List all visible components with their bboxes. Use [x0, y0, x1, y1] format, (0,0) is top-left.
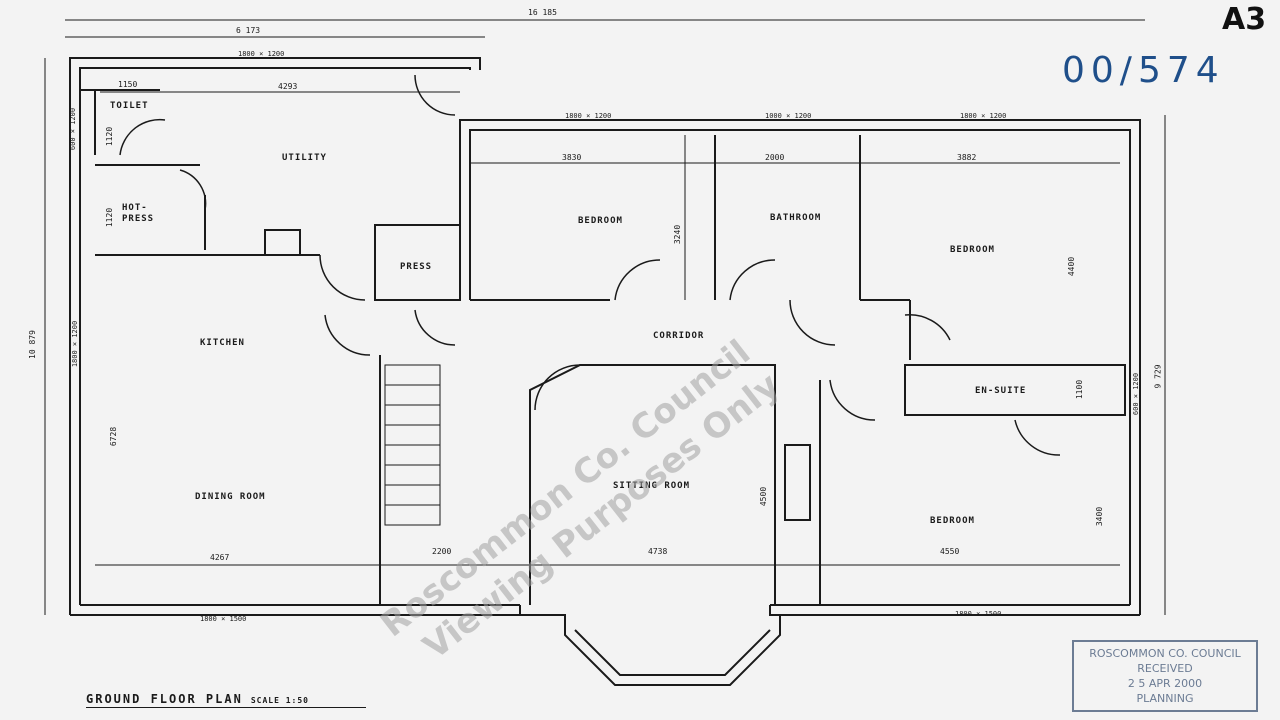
room-label-dining-room: DINING ROOM [195, 492, 266, 502]
sheet-code: A3 [1222, 2, 1267, 37]
dimension-bedroom1-depth: 3240 [673, 224, 683, 245]
dimension-toilet-depth: 1120 [105, 126, 115, 147]
plan-title: GROUND FLOOR PLAN SCALE 1:50 [86, 692, 309, 706]
staircase [384, 364, 441, 526]
dimension-kitchen-depth: 6728 [109, 426, 119, 447]
dimension-kitchen-width: 4267 [210, 553, 230, 562]
room-label-toilet: TOILET [110, 101, 149, 111]
room-label-bedroom-3: BEDROOM [930, 516, 975, 526]
room-label-sitting-room: SITTING ROOM [613, 481, 691, 491]
inner-wall-west-block [79, 67, 471, 120]
dimension-utility-width: 4293 [278, 82, 298, 91]
dimension-bedroom3-depth: 3400 [1095, 506, 1105, 527]
window-label-side-3: 600 × 1200 [1132, 372, 1141, 416]
room-label-hot-press: HOT- PRESS [122, 203, 155, 224]
room-label-corridor: CORRIDOR [653, 331, 705, 341]
stamp-line-planning: PLANNING [1136, 692, 1194, 705]
room-label-en-suite: EN-SUITE [975, 386, 1027, 396]
dimension-sitting-width: 4738 [648, 547, 668, 556]
room-label-bedroom-2: BEDROOM [950, 245, 995, 255]
dimension-toilet-width: 1150 [118, 80, 138, 89]
bay-window-inner [574, 629, 771, 676]
dimension-east-depth: 9 729 [1153, 364, 1163, 389]
bay-window [519, 605, 781, 686]
room-label-bathroom: BATHROOM [770, 213, 822, 223]
dimension-bedroom2-width: 3882 [957, 153, 977, 162]
window-label-w1: 1800 × 1200 [238, 50, 285, 58]
window-label-side-2: 1800 × 1200 [71, 320, 80, 368]
dimension-hotpress-depth: 1120 [105, 207, 115, 228]
stamp-line-council: ROSCOMMON CO. COUNCIL [1089, 647, 1241, 660]
plan-title-underline [86, 707, 366, 708]
window-label-side-1: 600 × 1200 [69, 107, 78, 151]
window-label-w4: 1800 × 1200 [960, 112, 1007, 120]
sitting-chimney [784, 444, 811, 521]
received-stamp: ROSCOMMON CO. COUNCIL RECEIVED 2 5 APR 2… [1072, 640, 1258, 712]
chimney-kitchen [264, 229, 301, 256]
dimension-sitting-depth: 4500 [759, 486, 769, 507]
plan-title-main: GROUND FLOOR PLAN [86, 692, 243, 706]
room-label-bedroom-1: BEDROOM [578, 216, 623, 226]
room-label-kitchen: KITCHEN [200, 338, 245, 348]
door-swings [119, 74, 1061, 456]
dimension-overall-depth: 10 879 [27, 330, 37, 359]
dimension-ensuite-depth: 1100 [1075, 379, 1085, 400]
inner-wall-east-block [469, 129, 1131, 605]
dimension-hall-width: 2200 [432, 547, 452, 556]
stamp-line-date: 2 5 APR 2000 [1127, 677, 1203, 690]
window-label-w6: 1800 × 1500 [200, 615, 247, 623]
dimension-overall-width: 16 185 [528, 8, 557, 17]
outer-wall-west-block [69, 57, 481, 120]
window-label-w7: 1800 × 1500 [955, 610, 1002, 618]
outer-wall-east-block [459, 119, 1141, 615]
reference-number: 00/574 [1062, 50, 1225, 91]
dimension-bathroom-width: 2000 [765, 153, 785, 162]
dimension-bedroom2-depth: 4400 [1067, 256, 1077, 277]
room-label-press: PRESS [400, 262, 433, 272]
dimension-bedroom3-width: 4550 [940, 547, 960, 556]
dimension-bedroom1-width: 3830 [562, 153, 582, 162]
window-label-w2: 1800 × 1200 [565, 112, 612, 120]
plan-title-scale: SCALE 1:50 [250, 696, 309, 705]
dimension-west-width: 6 173 [236, 26, 261, 35]
dimension-lines [44, 19, 1166, 615]
en-suite-box [904, 364, 1126, 416]
press-cupboard [374, 224, 461, 301]
stamp-line-received: RECEIVED [1137, 662, 1193, 675]
room-label-utility: UTILITY [282, 153, 327, 163]
window-label-w3: 1000 × 1200 [765, 112, 812, 120]
